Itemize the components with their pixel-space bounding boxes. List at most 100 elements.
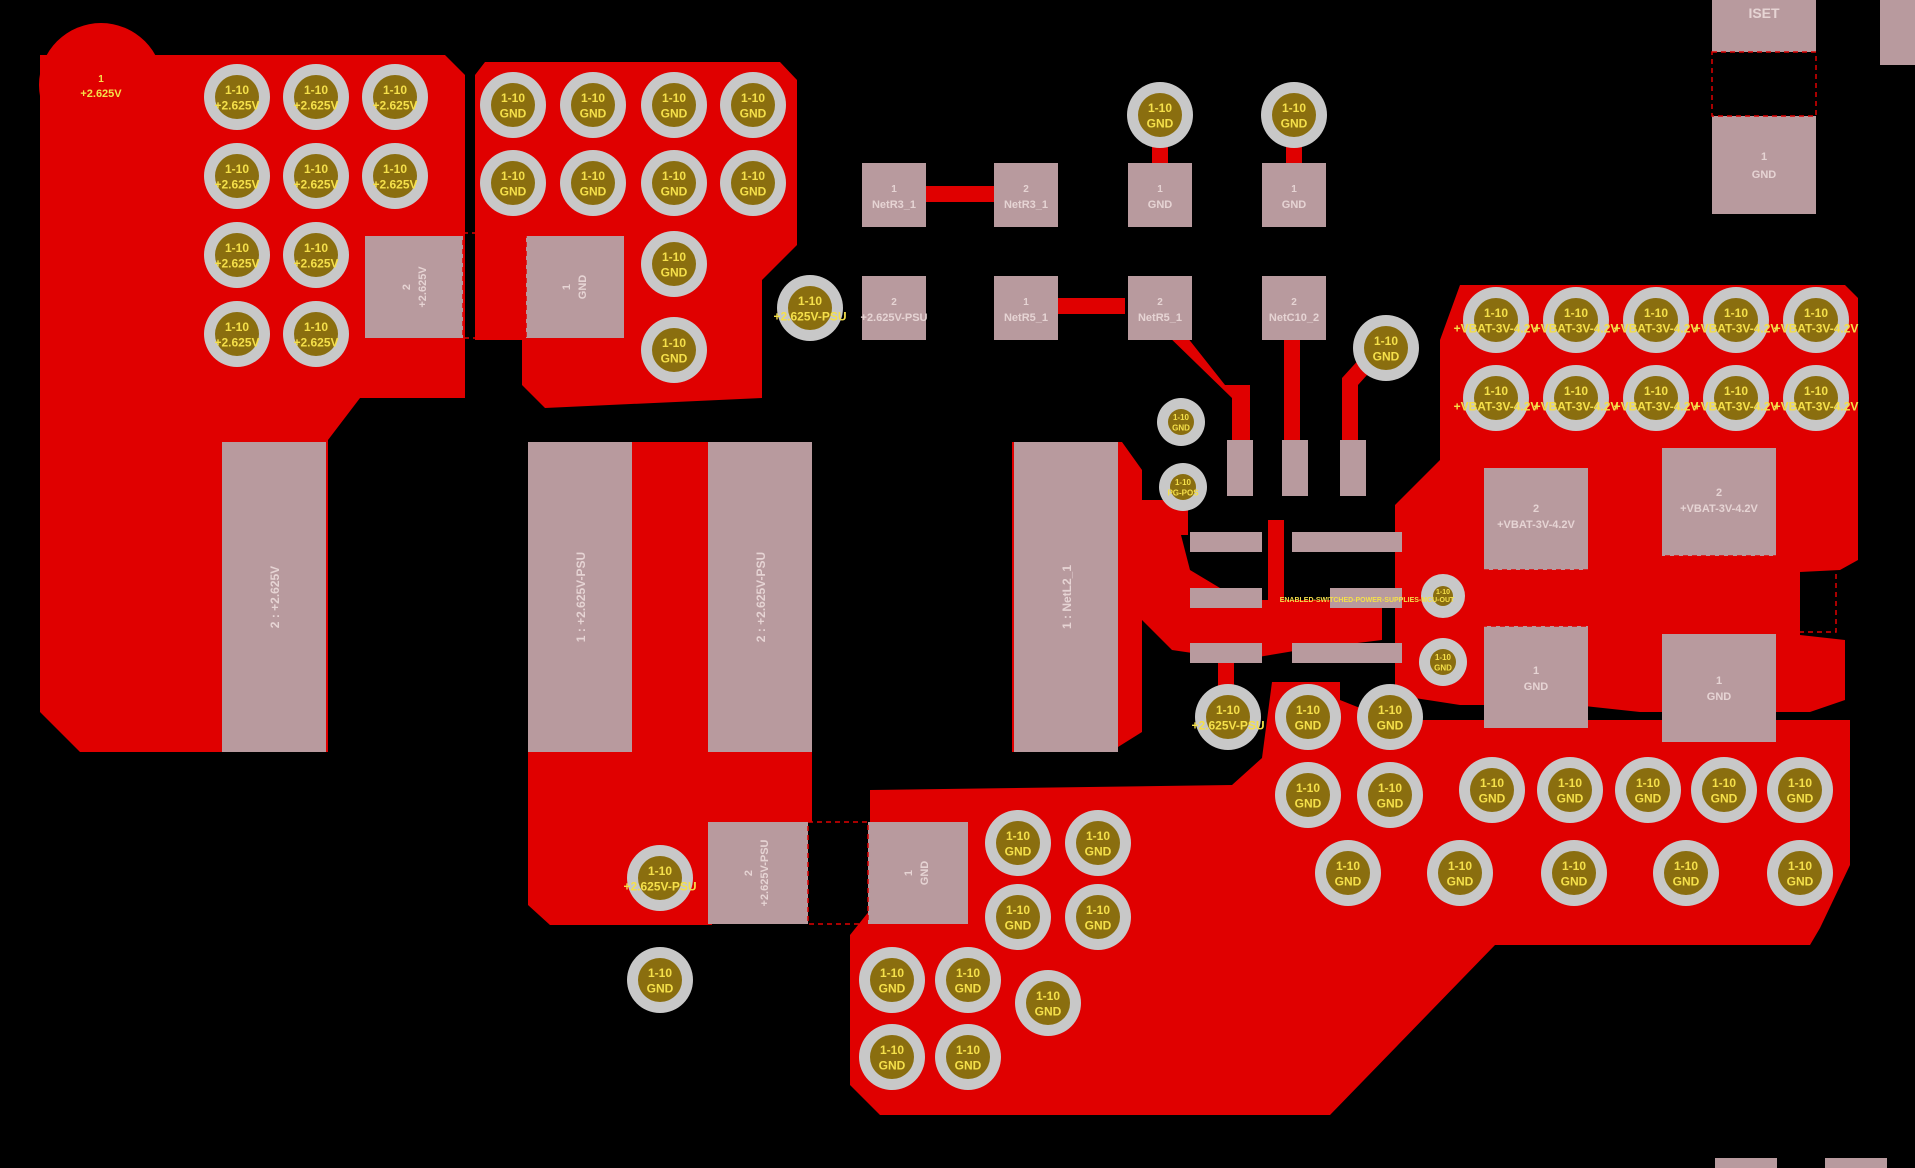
via-v2625_psu: 1-10+2.625V-PSU [1191, 684, 1265, 750]
via-net-label: GND [1434, 663, 1452, 672]
pad-right-edge [1880, 0, 1915, 65]
via-layer-label: 1-10 [383, 83, 407, 97]
via-layer-label: 1-10 [1480, 776, 1504, 790]
via-net-label: GND [1295, 719, 1322, 733]
via-layer-label: 1-10 [1564, 306, 1588, 320]
via-drill [731, 83, 775, 127]
label-c-psu-1-net: GND [919, 861, 931, 886]
trace-netr5-ic [1162, 318, 1250, 440]
via-drill [1286, 695, 1330, 739]
via-net-label: GND [1005, 919, 1032, 933]
via-layer-label: 1-10 [662, 336, 686, 350]
via-drill [1433, 586, 1453, 606]
pad-c1-1 [526, 236, 624, 338]
via-v2625: 1-10+2.625V [204, 143, 270, 209]
via-layer-label: 1-10 [1086, 829, 1110, 843]
via-drill [652, 242, 696, 286]
via-net-label: GND [1673, 875, 1700, 889]
via-drill [946, 1035, 990, 1079]
via-drill [1326, 851, 1370, 895]
via-net-label: +VBAT-3V-4.2V [1774, 322, 1859, 336]
via-drill [1548, 768, 1592, 812]
via-net-label: PG-POS [1167, 488, 1199, 497]
pour-left-2625v [40, 55, 465, 752]
via-net-label: +2.625V [293, 178, 338, 192]
via-net-label: +VBAT-3V-4.2V [1614, 400, 1699, 414]
pad-bottom-right-2 [1825, 1158, 1887, 1168]
pad-2625v-psu-2-large [708, 442, 812, 752]
via-drill [1552, 851, 1596, 895]
pour-center-ic [1142, 500, 1382, 660]
via-drill [1794, 298, 1838, 342]
via-drill [1664, 851, 1708, 895]
pad-netr5-1 [994, 276, 1058, 340]
via-layer-label: 1-10 [741, 91, 765, 105]
via-drill [373, 75, 417, 119]
via-drill [731, 161, 775, 205]
via-drill [1474, 298, 1518, 342]
via-layer-label: 1-10 [1644, 384, 1668, 398]
via-net-label: GND [1172, 423, 1190, 432]
via-drill [215, 233, 259, 277]
via-net-label: GND [879, 1059, 906, 1073]
via-net-label: GND [1281, 117, 1308, 131]
via-net-label: GND [955, 1059, 982, 1073]
via-vbat: 1-10 +VBAT-3V-4.2V [1614, 365, 1699, 431]
via-layer-label: 1-10 [1282, 101, 1306, 115]
pour-right-vbat [1395, 285, 1858, 712]
via-net-label: GND [647, 982, 674, 996]
via-drill [870, 958, 914, 1002]
pad-iset-top [1712, 0, 1816, 52]
via-drill [996, 821, 1040, 865]
via-layer-label: 1-10 [662, 250, 686, 264]
label-netr3-1-net: NetR3_1 [872, 199, 916, 211]
label-netc10-pin: 2 [1291, 297, 1297, 308]
via-drill [1170, 474, 1196, 500]
pad-netr5-2 [1128, 276, 1192, 340]
via-net-label: GND [661, 266, 688, 280]
label-vbat-right-2-pin: 2 [1716, 487, 1722, 499]
label-vbat-right-1-net: GND [1707, 691, 1732, 703]
via-layer-label: 1-10 [581, 91, 605, 105]
label-c-psu-1-pin: 1 [903, 870, 915, 876]
via-layer-label: 1-10 [1175, 478, 1192, 487]
pad-netr3-1 [862, 163, 926, 227]
ic-pin-right-1 [1292, 532, 1402, 552]
pad-gnd-r6-1 [1128, 163, 1192, 227]
label-corner-pad-net: +2.625V [80, 88, 122, 100]
outline-iset [1711, 51, 1817, 117]
via-net-label: GND [580, 185, 607, 199]
via-drill [870, 1035, 914, 1079]
via-vbat: 1-10+VBAT-3V-4.2V [1694, 365, 1778, 431]
via-net-label: GND [1377, 719, 1404, 733]
via-drill [1368, 695, 1412, 739]
trace-netc10-ic [1284, 340, 1300, 440]
via-drill [946, 958, 990, 1002]
ic-pin-left-1 [1190, 532, 1262, 552]
via-drill [571, 161, 615, 205]
via-layer-label: 1-10 [741, 169, 765, 183]
via-net-label: +VBAT-3V-4.2V [1614, 322, 1699, 336]
label-iset: ISET [1748, 5, 1780, 21]
via-drill [294, 312, 338, 356]
via-v2625: 1-10+2.625V [283, 301, 349, 367]
label-netc10-net: NetC10_2 [1269, 312, 1319, 324]
via-layer-label: 1-10 [798, 294, 822, 308]
pad-netc10-2 [1262, 276, 1326, 340]
label-netr3-2-net: NetR3_1 [1004, 199, 1048, 211]
via-drill [491, 83, 535, 127]
via-net-label: +2.625V [214, 257, 259, 271]
via-drill [1364, 326, 1408, 370]
via-net-label: +2.625V-PSU [773, 310, 846, 324]
